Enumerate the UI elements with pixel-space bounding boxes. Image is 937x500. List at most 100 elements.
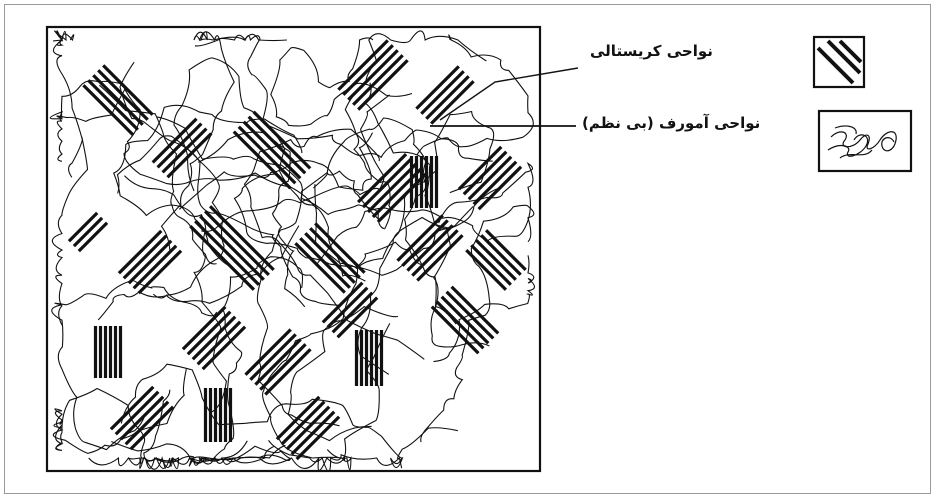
crystal-lamella bbox=[411, 229, 459, 277]
diagonal-hatch-icon bbox=[812, 35, 866, 89]
crystal-lamella bbox=[137, 249, 183, 295]
amorphous-chain bbox=[88, 440, 248, 469]
crystal-lamella bbox=[77, 221, 109, 253]
amorphous-chain bbox=[49, 88, 126, 162]
crystal-lamella bbox=[484, 229, 527, 272]
amorphous-chain bbox=[97, 225, 300, 321]
crystal-lamella bbox=[127, 239, 173, 285]
crystal-lamella bbox=[430, 80, 475, 125]
amorphous-chain bbox=[314, 110, 495, 270]
crystal-lamella bbox=[285, 405, 331, 451]
crystal-lamella bbox=[252, 110, 312, 170]
crystal-lamella bbox=[299, 237, 351, 289]
amorphous-chains bbox=[49, 30, 536, 472]
crystal-lamella bbox=[201, 325, 247, 371]
crystal-lamella bbox=[342, 44, 394, 96]
crystal-lamella bbox=[249, 333, 297, 381]
crystal-lamella bbox=[181, 305, 227, 351]
crystal-lamella bbox=[401, 219, 449, 267]
crystal-lamella bbox=[129, 405, 175, 451]
crystal-lamella bbox=[191, 315, 237, 361]
crystal-lamella bbox=[336, 296, 379, 339]
crystal-lamella bbox=[186, 310, 232, 356]
crystal-lamella bbox=[109, 385, 155, 431]
amorphous-chain bbox=[60, 80, 318, 210]
amorphous-chain bbox=[111, 323, 391, 471]
crystal-lamella bbox=[430, 305, 480, 355]
crystal-lamella bbox=[203, 210, 270, 277]
diagram-box bbox=[45, 25, 542, 473]
amorphous-chain bbox=[194, 34, 366, 282]
crystal-lamella bbox=[425, 75, 470, 120]
crystal-lamella bbox=[396, 214, 444, 262]
crystal-lamella bbox=[242, 120, 302, 180]
crystal-lamella bbox=[366, 162, 418, 214]
crystal-lamella bbox=[326, 286, 369, 329]
crystal-lamella bbox=[208, 205, 275, 272]
amorphous-chain bbox=[270, 37, 413, 127]
crystal-lamella bbox=[361, 157, 413, 209]
amorphous-chain bbox=[198, 256, 304, 465]
crystal-lamella bbox=[357, 59, 409, 111]
crystal-lamella bbox=[440, 295, 490, 345]
crystalline-label: نواحی کریستالی bbox=[590, 42, 713, 60]
crystal-lamella bbox=[465, 248, 508, 291]
crystalline-regions bbox=[67, 39, 527, 461]
crystal-lamella bbox=[321, 281, 364, 324]
crystal-lamella bbox=[97, 69, 149, 121]
crystal-lamella bbox=[450, 285, 500, 335]
crystal-lamella bbox=[122, 234, 168, 280]
amorphous-chain bbox=[188, 444, 286, 467]
tangled-chain-icon bbox=[817, 109, 913, 173]
crystal-lamella bbox=[194, 219, 261, 286]
amorphous-chain bbox=[51, 136, 89, 326]
crystal-lamella bbox=[406, 224, 454, 272]
crystal-lamella bbox=[117, 229, 163, 275]
crystal-lamella bbox=[314, 222, 366, 274]
crystal-lamella bbox=[102, 64, 154, 116]
amorphous-chain bbox=[316, 162, 534, 265]
crystal-lamella bbox=[304, 232, 356, 284]
amorphous-chain bbox=[51, 279, 218, 451]
amorphous-chain bbox=[357, 216, 457, 375]
amorphous-chain bbox=[256, 170, 379, 427]
amorphous-chain bbox=[156, 116, 385, 230]
crystal-lamella bbox=[67, 211, 99, 243]
crystal-lamella bbox=[259, 343, 307, 391]
amorphous-label: نواحی آمورف (بی نظم) bbox=[582, 114, 761, 132]
crystal-lamella bbox=[295, 415, 341, 461]
crystal-lamella bbox=[237, 125, 297, 185]
amorphous-chain bbox=[262, 241, 422, 471]
crystal-lamella bbox=[114, 390, 160, 436]
crystalline-leader-line bbox=[439, 67, 579, 121]
amorphous-chain bbox=[233, 173, 474, 276]
crystal-lamella bbox=[309, 227, 361, 279]
amorphous-chain bbox=[178, 132, 373, 210]
amorphous-chain bbox=[416, 34, 534, 156]
crystal-lamella bbox=[480, 234, 522, 276]
amorphous-chain bbox=[52, 368, 187, 454]
crystal-lamella bbox=[331, 291, 374, 334]
crystal-lamella bbox=[472, 160, 518, 206]
crystal-lamella bbox=[244, 328, 292, 376]
crystal-lamella bbox=[290, 410, 336, 456]
crystal-lamella bbox=[435, 300, 485, 350]
amorphous-chain bbox=[99, 84, 217, 265]
crystal-lamella bbox=[337, 39, 389, 91]
amorphous-chain bbox=[143, 389, 291, 470]
amorphous-chain bbox=[173, 57, 493, 192]
crystal-lamella bbox=[371, 167, 423, 219]
amorphous-chain bbox=[119, 61, 225, 299]
crystal-lamella bbox=[189, 224, 256, 291]
crystal-lamella bbox=[280, 400, 326, 446]
crystal-lamella bbox=[352, 54, 404, 106]
crystal-lamella bbox=[199, 215, 265, 281]
amorphous-chain bbox=[124, 175, 227, 413]
crystal-lamella bbox=[457, 145, 503, 191]
crystal-lamella bbox=[254, 338, 302, 386]
amorphous-chain bbox=[120, 363, 404, 469]
crystal-lamella bbox=[347, 49, 399, 101]
crystal-lamella bbox=[462, 150, 508, 196]
crystal-lamella bbox=[151, 117, 198, 164]
crystal-lamella bbox=[356, 152, 408, 204]
